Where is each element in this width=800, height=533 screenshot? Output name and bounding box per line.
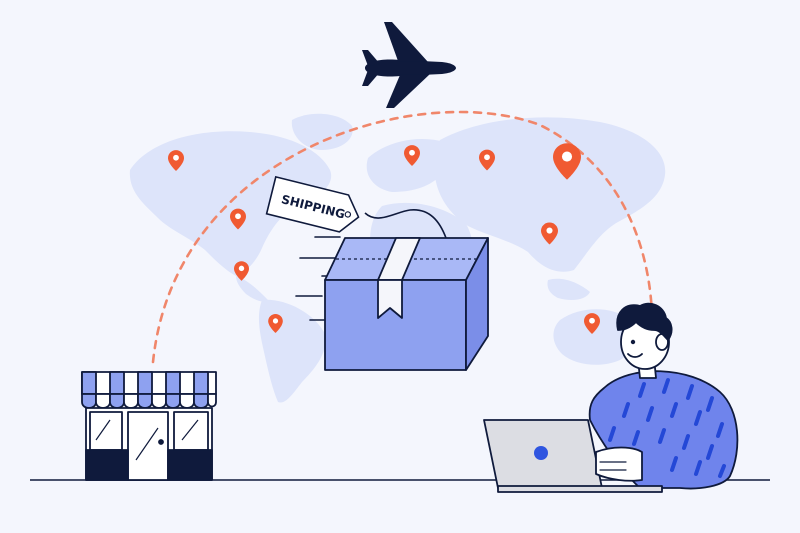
laptop-logo — [534, 446, 548, 460]
store-icon — [81, 371, 217, 481]
shipping-tag: SHIPPING — [265, 175, 447, 239]
airplane-icon — [362, 22, 456, 108]
speed-lines — [295, 236, 341, 321]
shipping-box-icon — [324, 237, 489, 371]
customer-person — [483, 302, 739, 493]
